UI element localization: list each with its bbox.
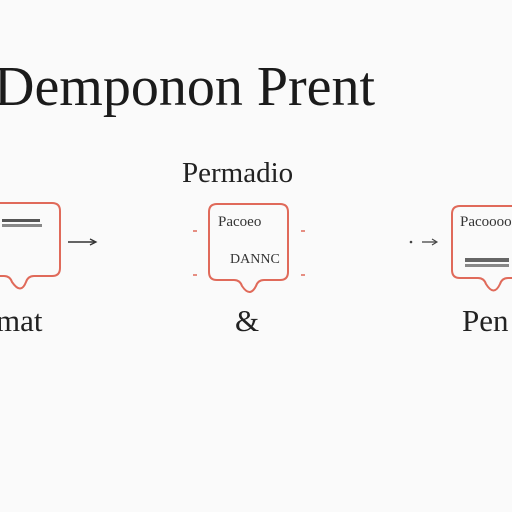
node-card-3 [451, 205, 512, 292]
node-3-top-text: Pacoooo [460, 214, 512, 230]
node-2-caption: & [235, 303, 260, 338]
diagram-subtitle: Permadio [182, 157, 294, 189]
node-card-1 [0, 202, 61, 290]
node-3-caption: Pen [462, 303, 509, 338]
flow-arrow-1 [68, 238, 98, 246]
node-card-2 [193, 203, 305, 293]
node-2-top-text: Pacoeo [218, 214, 262, 230]
diagram-title: Demponon Prent [0, 56, 376, 118]
flow-arrow-2 [409, 238, 439, 246]
node-1-caption: mat [0, 303, 43, 338]
node-2-bottom-text: DANNC [230, 252, 280, 267]
